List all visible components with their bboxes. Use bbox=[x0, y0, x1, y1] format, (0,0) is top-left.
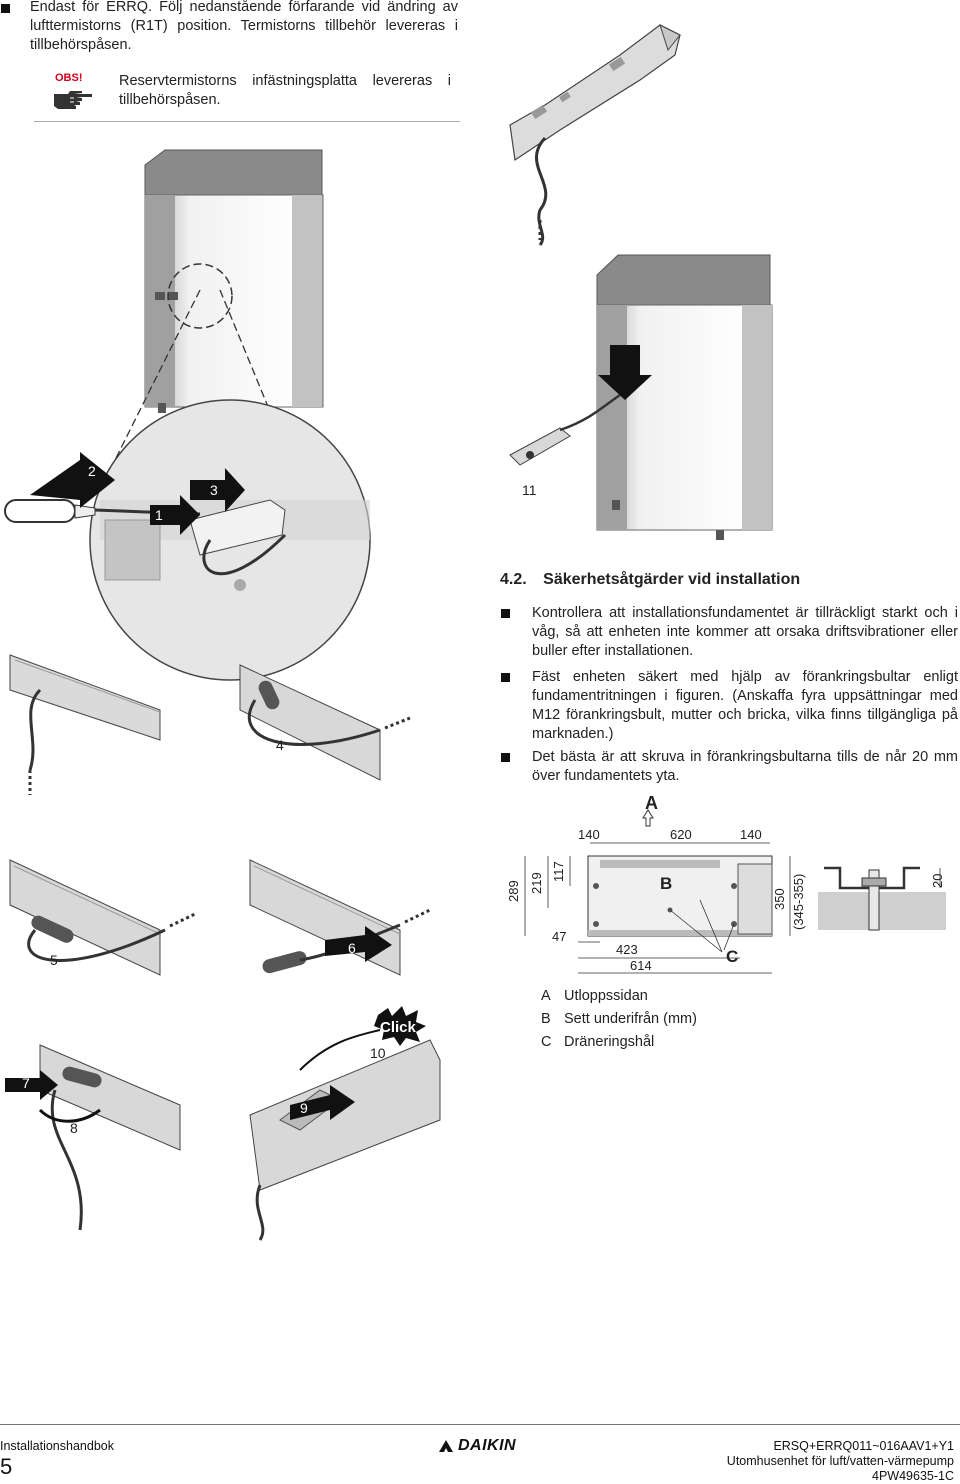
page-number: 5 bbox=[0, 1454, 13, 1479]
bracket-middle-left bbox=[9, 654, 161, 795]
bracket-step-5 bbox=[9, 859, 196, 976]
step-4: 4 bbox=[276, 737, 284, 753]
step-arrow-1 bbox=[150, 495, 200, 535]
dim-423: 423 bbox=[616, 942, 638, 957]
legend-key: C bbox=[541, 1034, 552, 1050]
dim-620: 620 bbox=[670, 827, 692, 842]
step-6: 6 bbox=[348, 940, 356, 956]
section-heading: 4.2. Säkerhetsåtgärder vid installation bbox=[500, 571, 800, 589]
doc-code: 4PW49635-1C bbox=[872, 1469, 954, 1483]
dim-47: 47 bbox=[552, 929, 566, 944]
dim-345-355: (345-355) bbox=[791, 874, 806, 930]
legend-item: C Dräneringshål bbox=[541, 1033, 841, 1052]
legend-text: Utloppssidan bbox=[564, 988, 648, 1004]
outdoor-unit-left bbox=[144, 149, 324, 428]
step-11: 11 bbox=[522, 482, 537, 498]
bullet-square bbox=[501, 673, 510, 682]
footer-rule bbox=[0, 1424, 960, 1425]
step-9: 9 bbox=[300, 1100, 308, 1116]
bracket-step-9-10 bbox=[249, 1029, 441, 1241]
legend-text: Dräneringshål bbox=[564, 1034, 655, 1050]
step-1: 1 bbox=[155, 507, 163, 523]
dim-117: 117 bbox=[551, 861, 566, 882]
dim-140-right: 140 bbox=[740, 827, 762, 842]
bracket-step-7-8 bbox=[5, 1044, 181, 1231]
footer-right: ERSQ+ERRQ011~016AAV1+Y1 Utomhusenhet för… bbox=[554, 1439, 954, 1484]
section-title: Säkerhetsåtgärder vid installation bbox=[543, 571, 801, 588]
step-7: 7 bbox=[22, 1075, 30, 1091]
bullet-square bbox=[501, 609, 510, 618]
footer-left-title: Installationshandbok bbox=[0, 1439, 114, 1453]
model-code: ERSQ+ERRQ011~016AAV1+Y1 bbox=[773, 1439, 954, 1453]
top-note-text: Endast för ERRQ. Följ nedanstående förfa… bbox=[30, 0, 458, 53]
dim-219: 219 bbox=[529, 872, 544, 894]
legend-key: B bbox=[541, 1011, 551, 1027]
dim-20: 20 bbox=[930, 874, 945, 888]
outdoor-unit-right bbox=[509, 254, 773, 540]
pointing-hand-icon bbox=[54, 91, 92, 109]
legend-key: A bbox=[541, 988, 551, 1004]
note-bottom-rule bbox=[34, 121, 460, 122]
step-arrow-2 bbox=[30, 452, 115, 508]
bracket-step-6 bbox=[249, 859, 431, 976]
dim-289: 289 bbox=[506, 880, 521, 902]
dim-350: 350 bbox=[772, 888, 787, 910]
section-number: 4.2. bbox=[500, 571, 527, 588]
step-10: 10 bbox=[370, 1045, 386, 1061]
product-description: Utomhusenhet för luft/vatten-värmepump bbox=[726, 1454, 954, 1468]
legend-text: Sett underifrån (mm) bbox=[564, 1011, 697, 1027]
sensor-bracket-top bbox=[509, 24, 681, 246]
click-burst: Click bbox=[374, 1006, 426, 1046]
obs-text: Reservtermistorns infästningsplatta leve… bbox=[119, 73, 451, 108]
bullet-text: Fäst enheten säkert med hjälp av förankr… bbox=[532, 669, 958, 742]
step-2: 2 bbox=[88, 463, 96, 479]
bracket-step-4 bbox=[239, 664, 411, 781]
obs-label: OBS! bbox=[55, 72, 83, 84]
bullet-square bbox=[1, 4, 10, 13]
click-label: Click bbox=[380, 1019, 417, 1036]
installation-illustration-upper: 2 1 3 11 4 bbox=[4, 24, 773, 795]
magnified-detail bbox=[89, 399, 371, 681]
dim-140-left: 140 bbox=[578, 827, 600, 842]
label-a: A bbox=[645, 793, 658, 813]
brand-mark-icon bbox=[439, 1440, 453, 1452]
legend-item: B Sett underifrån (mm) bbox=[541, 1010, 841, 1029]
label-c: C bbox=[726, 947, 738, 966]
brand-name: DAIKIN bbox=[458, 1437, 517, 1454]
foundation-drawing: A 140 620 140 B 289 219 117 350 (345-355… bbox=[506, 793, 946, 974]
legend-item: A Utloppssidan bbox=[541, 987, 841, 1006]
bullet-text: Kontrollera att installationsfundamentet… bbox=[532, 605, 958, 659]
step-arrow-3 bbox=[190, 468, 245, 512]
step-8: 8 bbox=[70, 1120, 78, 1136]
dim-614: 614 bbox=[630, 958, 652, 973]
step-3: 3 bbox=[210, 482, 218, 498]
brand-logo: DAIKIN bbox=[438, 1437, 516, 1455]
label-b: B bbox=[660, 874, 672, 893]
bullet-text: Det bästa är att skruva in förankringsbu… bbox=[532, 749, 958, 784]
installation-illustration-lower: 5 6 7 8 9 10 Click bbox=[5, 859, 441, 1241]
step-5: 5 bbox=[50, 952, 58, 968]
bullet-square bbox=[501, 753, 510, 762]
